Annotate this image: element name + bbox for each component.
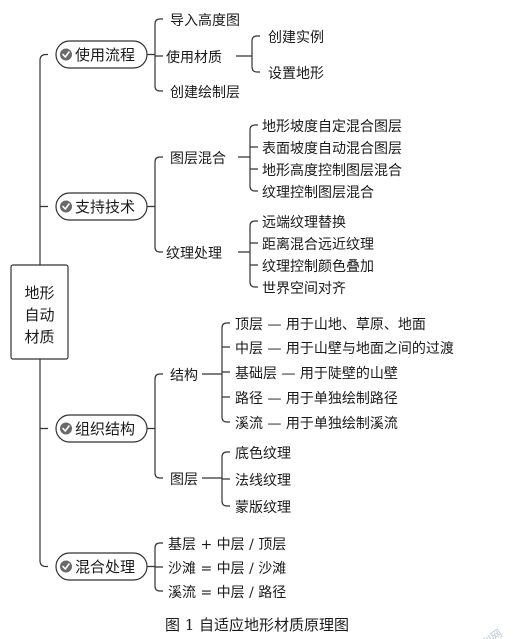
connector-texture-processing xyxy=(238,220,258,288)
connector-blend-processing xyxy=(147,542,163,592)
connector-layer-blending xyxy=(238,124,258,192)
connector-usage-flow xyxy=(147,18,163,92)
leaf-middle-layer: 中层 — 用于山壁与地面之间的过渡 xyxy=(235,341,454,357)
check-icon xyxy=(60,48,72,61)
branch-box xyxy=(55,40,148,69)
branch-label: 支持技术 xyxy=(75,198,135,216)
check-icon xyxy=(60,422,72,435)
branch-box xyxy=(55,552,148,581)
leaf-slope-custom-blend: 地形坡度自定混合图层 xyxy=(262,119,402,135)
branch-organization: 组织结构 xyxy=(55,414,148,443)
connector-lines xyxy=(11,18,260,592)
leaf-top-layer: 顶层 — 用于山地、草原、地面 xyxy=(235,317,426,333)
branch-label: 混合处理 xyxy=(75,558,135,576)
leaf-set-terrain: 设置地形 xyxy=(268,66,324,82)
root-node: 地形 自动 材质 xyxy=(10,264,69,360)
leaf-base-layer: 基础层 — 用于陡壁的山壁 xyxy=(235,365,398,382)
node-blend-beach: 沙滩 = 中层 / 沙滩 xyxy=(168,561,286,577)
branch-blend-processing: 混合处理 xyxy=(55,552,148,581)
node-structure: 结构 xyxy=(170,368,198,384)
node-blend-stream: 溪流 = 中层 / 路径 xyxy=(168,585,286,601)
leaf-base-color-texture: 底色纹理 xyxy=(235,445,291,462)
connector-structure xyxy=(202,322,230,423)
leaf-world-space-align: 世界空间对齐 xyxy=(262,281,346,297)
node-blend-base-mid-top: 基层 + 中层 / 顶层 xyxy=(168,536,286,553)
leaf-distance-blend: 距离混合远近纹理 xyxy=(262,236,374,253)
leaf-stream-layer: 溪流 — 用于单独绘制溪流 xyxy=(235,416,398,432)
node-texture-processing: 纹理处理 xyxy=(166,246,222,262)
leaf-create-instance: 创建实例 xyxy=(268,30,324,46)
root-text-line-1: 地形 xyxy=(24,284,54,302)
figure-caption: 图 1 自适应地形材质原理图 xyxy=(165,616,349,634)
check-icon xyxy=(60,200,72,213)
root-box xyxy=(10,264,69,360)
root-text-line-3: 材质 xyxy=(24,328,54,346)
branch-usage-flow: 使用流程 xyxy=(55,40,148,69)
connector-organization xyxy=(147,373,163,479)
branch-box xyxy=(55,192,148,221)
branch-support-tech: 支持技术 xyxy=(55,192,148,221)
branch-label: 组织结构 xyxy=(75,420,135,438)
leaf-texture-controlled-blend: 纹理控制图层混合 xyxy=(262,185,374,201)
connector-support-tech xyxy=(147,156,163,253)
leaf-texture-color-overlay: 纹理控制颜色叠加 xyxy=(262,258,374,275)
connector-usage-material xyxy=(236,35,260,73)
node-layers: 图层 xyxy=(170,472,198,488)
root-text-line-2: 自动 xyxy=(24,306,54,324)
leaf-mask-texture: 蒙版纹理 xyxy=(235,500,291,516)
leaf-surface-slope-auto-blend: 表面坡度自动混合图层 xyxy=(262,141,402,157)
leaf-path-layer: 路径 — 用于单独绘制路径 xyxy=(235,391,398,407)
node-create-paint-layer: 创建绘制层 xyxy=(170,85,240,101)
node-use-material: 使用材质 xyxy=(166,49,222,66)
branch-box xyxy=(55,414,148,443)
leaf-distant-texture-swap: 远端纹理替换 xyxy=(262,214,346,231)
leaf-height-controlled-blend: 地形高度控制图层混合 xyxy=(262,162,402,179)
branch-label: 使用流程 xyxy=(75,46,135,64)
connector-layers xyxy=(202,451,230,507)
leaf-normal-texture: 法线纹理 xyxy=(235,473,291,489)
node-layer-blending: 图层混合 xyxy=(170,151,226,167)
watermark: 龙源期刊网 xyxy=(452,626,505,639)
check-icon xyxy=(60,560,72,573)
node-import-heightmap: 导入高度图 xyxy=(170,12,240,29)
